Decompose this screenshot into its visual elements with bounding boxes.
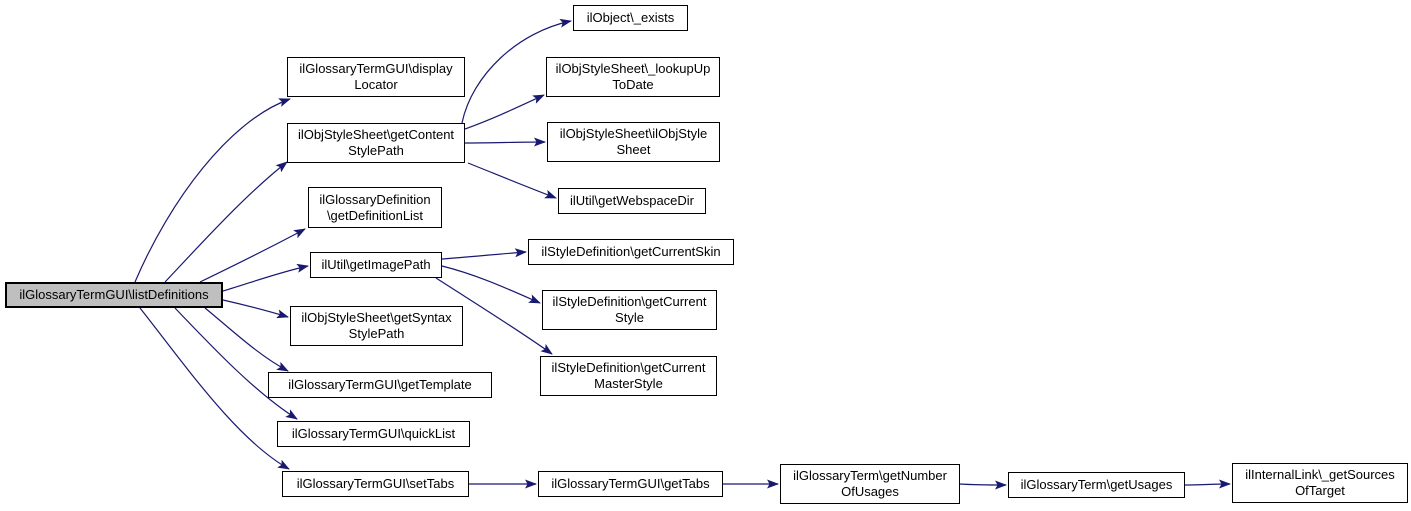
edge-listDefinitions-to-getImagePath bbox=[222, 263, 309, 292]
node-label-line: ilStyleDefinition\getCurrent bbox=[552, 294, 707, 309]
node-getUsages[interactable]: ilGlossaryTerm\getUsages bbox=[1008, 472, 1185, 498]
node-label-line: ilGlossaryTerm\getNumber bbox=[793, 468, 947, 483]
node-label-line: Style bbox=[615, 310, 644, 325]
edge-getContentStylePath-to-lookupUpToDate bbox=[464, 94, 545, 130]
edge-listDefinitions-to-getDefinitionList bbox=[199, 228, 306, 283]
node-label-line: ToDate bbox=[612, 77, 654, 92]
node-label-line: MasterStyle bbox=[594, 376, 663, 391]
node-label-line: ilGlossaryTerm\getUsages bbox=[1020, 477, 1173, 492]
node-label-line: ilGlossaryTermGUI\listDefinitions bbox=[19, 287, 209, 302]
node-getWebspaceDir[interactable]: ilUtil\getWebspaceDir bbox=[558, 188, 706, 214]
node-label-line: ilObjStyleSheet\getSyntax bbox=[301, 310, 452, 325]
node-objectExists[interactable]: ilObject\_exists bbox=[573, 5, 688, 31]
node-setTabs[interactable]: ilGlossaryTermGUI\setTabs bbox=[282, 471, 469, 497]
node-label-line: ilUtil\getWebspaceDir bbox=[569, 193, 695, 208]
node-label-line: Locator bbox=[354, 77, 398, 92]
edge-getContentStylePath-to-getWebspaceDir bbox=[467, 162, 557, 199]
node-getDefinitionList[interactable]: ilGlossaryDefinition\getDefinitionList bbox=[308, 187, 442, 228]
edge-getContentStylePath-to-objStyleSheetCtor bbox=[464, 137, 546, 147]
node-listDefinitions: ilGlossaryTermGUI\listDefinitions bbox=[5, 282, 223, 308]
node-getTabs[interactable]: ilGlossaryTermGUI\getTabs bbox=[538, 471, 723, 497]
node-label-line: OfTarget bbox=[1295, 483, 1345, 498]
node-label-line: Sheet bbox=[616, 142, 651, 157]
edge-listDefinitions-to-quickList bbox=[174, 307, 298, 420]
edge-listDefinitions-to-getSyntaxStylePath bbox=[222, 299, 289, 319]
edge-listDefinitions-to-setTabs bbox=[139, 307, 290, 470]
node-getCurrentSkin[interactable]: ilStyleDefinition\getCurrentSkin bbox=[528, 239, 734, 265]
node-quickList[interactable]: ilGlossaryTermGUI\quickList bbox=[277, 421, 470, 447]
node-label-line: StylePath bbox=[348, 326, 405, 341]
node-label-line: ilGlossaryTermGUI\setTabs bbox=[296, 476, 455, 491]
node-label-line: ilObjStyleSheet\ilObjStyle bbox=[559, 126, 708, 141]
edge-getImagePath-to-getCurrentStyle bbox=[441, 265, 541, 304]
edge-listDefinitions-to-displayLocator bbox=[134, 98, 291, 283]
edge-getNumberOfUsages-to-getUsages bbox=[959, 480, 1007, 490]
edge-getImagePath-to-getCurrentSkin bbox=[441, 248, 527, 260]
node-getTemplate[interactable]: ilGlossaryTermGUI\getTemplate bbox=[268, 372, 492, 398]
edge-getUsages-to-getSourcesOfTarget bbox=[1184, 479, 1231, 489]
node-label-line: ilObjStyleSheet\_lookupUp bbox=[555, 61, 711, 76]
node-label-line: ilGlossaryTermGUI\getTemplate bbox=[288, 377, 472, 392]
node-label-line: ilObjStyleSheet\getContent bbox=[297, 127, 455, 142]
node-label-line: ilGlossaryTermGUI\display bbox=[299, 61, 453, 76]
node-label-line: OfUsages bbox=[841, 484, 899, 499]
node-getImagePath[interactable]: ilUtil\getImagePath bbox=[310, 252, 442, 278]
node-label-line: ilGlossaryTermGUI\quickList bbox=[291, 426, 456, 441]
node-label-line: ilGlossaryDefinition bbox=[319, 191, 431, 207]
node-label-line: \getDefinitionList bbox=[326, 207, 424, 223]
node-label-line: ilGlossaryTermGUI\getTabs bbox=[551, 476, 710, 491]
node-label-line: ilObject\_exists bbox=[586, 10, 675, 25]
node-label-line: ilUtil\getImagePath bbox=[321, 257, 431, 272]
node-label-line: StylePath bbox=[348, 143, 404, 158]
node-label-line: ilStyleDefinition\getCurrentSkin bbox=[541, 244, 721, 259]
edge-listDefinitions-to-getTemplate bbox=[204, 307, 289, 372]
node-label-line: ilStyleDefinition\getCurrent bbox=[551, 360, 706, 375]
node-label-line: ilInternalLink\_getSources bbox=[1245, 467, 1395, 482]
edge-listDefinitions-to-getContentStylePath bbox=[164, 161, 288, 283]
